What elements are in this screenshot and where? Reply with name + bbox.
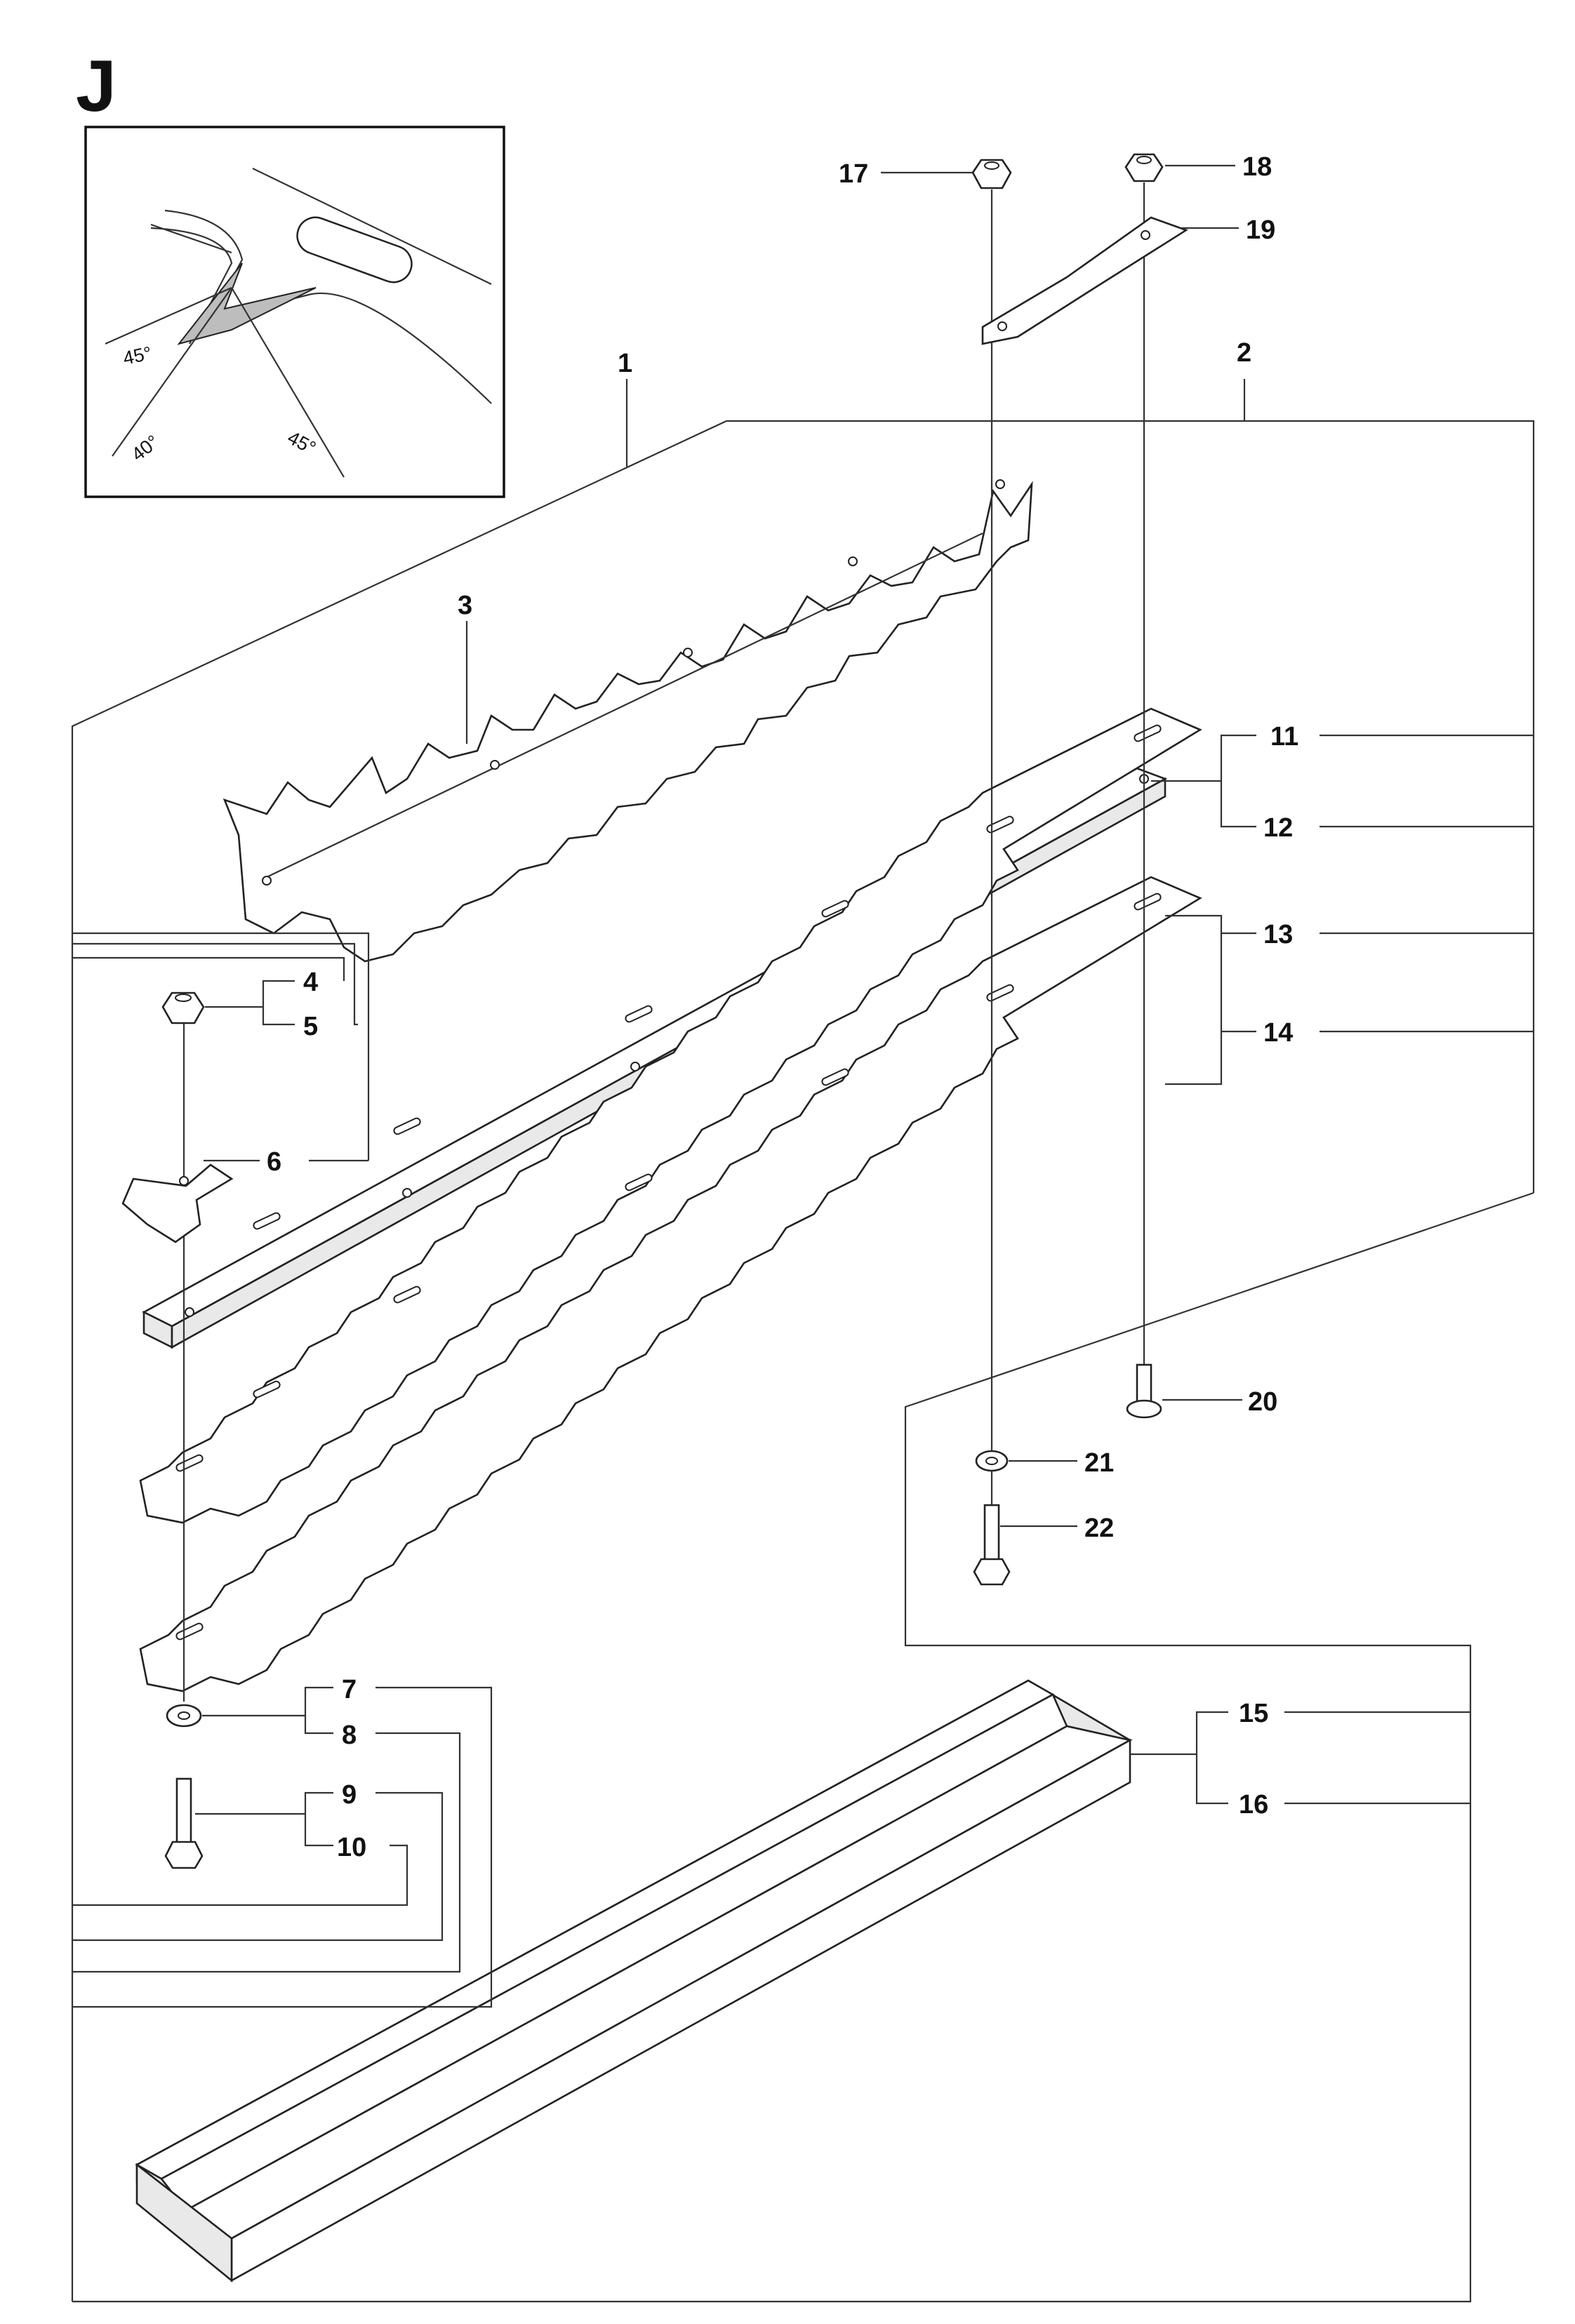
section-label: J (76, 46, 117, 127)
callout-19: 19 (1246, 215, 1275, 245)
nut-part-18 (1124, 153, 1164, 182)
callout-18: 18 (1242, 152, 1272, 182)
callout-6: 6 (267, 1147, 281, 1177)
plate-part-19 (981, 216, 1188, 345)
transport-guard-part-15 (135, 1679, 1133, 2283)
callout-14: 14 (1263, 1018, 1293, 1048)
callout-2: 2 (1237, 338, 1251, 368)
cutting-blade-part-13 (139, 707, 1202, 1524)
bolt-part-9 (164, 1777, 204, 1869)
nut-part-4 (161, 991, 205, 1024)
callout-17: 17 (839, 159, 868, 189)
callout-10: 10 (337, 1833, 366, 1862)
blade-guard-part-3 (222, 479, 1033, 963)
callout-16: 16 (1239, 1790, 1268, 1819)
callout-5: 5 (303, 1012, 318, 1041)
nut-part-17 (971, 159, 1012, 189)
bolt-part-20 (1126, 1363, 1162, 1419)
callouts: 1 2 3 4 5 6 7 8 9 10 11 12 13 14 15 16 1… (267, 152, 1298, 1862)
callout-20: 20 (1248, 1387, 1277, 1417)
callout-15: 15 (1239, 1699, 1268, 1728)
callout-11: 11 (1270, 722, 1298, 752)
washer-part-7 (166, 1704, 202, 1728)
callout-4: 4 (303, 968, 318, 997)
callout-21: 21 (1084, 1448, 1114, 1478)
callout-22: 22 (1084, 1514, 1114, 1543)
assembly-1-outline (71, 420, 1535, 2302)
callout-9: 9 (342, 1780, 357, 1810)
assembly-2-outline (72, 1191, 1534, 2303)
detail-inset: 45° 40° 45° (84, 126, 505, 498)
callout-7: 7 (342, 1675, 357, 1704)
callout-13: 13 (1263, 920, 1293, 949)
bolt-part-22 (973, 1504, 1011, 1586)
callout-1: 1 (618, 349, 632, 378)
leader-lines (72, 164, 1534, 2008)
washer-part-21 (975, 1450, 1009, 1472)
callout-12: 12 (1263, 813, 1293, 843)
callout-3: 3 (458, 591, 472, 620)
bracket-part-6 (121, 1163, 234, 1243)
callout-8: 8 (342, 1721, 357, 1750)
cutting-blade-part-14 (139, 876, 1202, 1692)
